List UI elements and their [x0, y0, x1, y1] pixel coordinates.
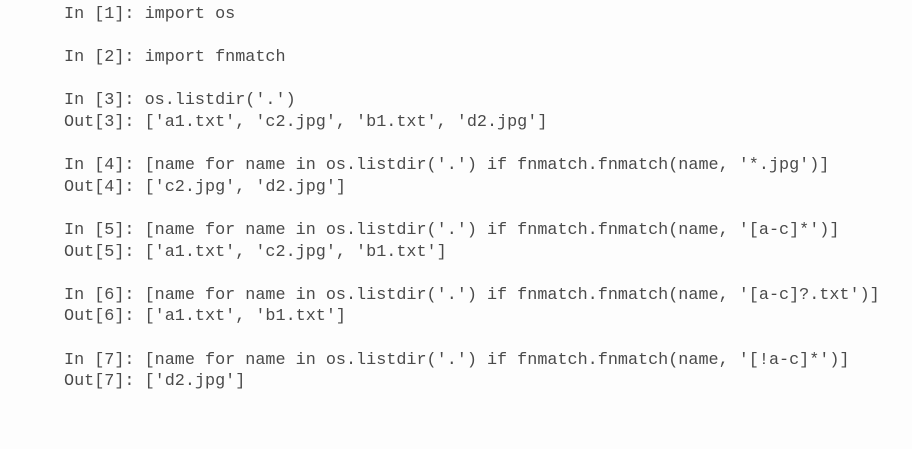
- code: import os: [144, 5, 236, 24]
- in-prompt: In [1]:: [64, 5, 145, 24]
- out-prompt: Out[3]:: [64, 112, 145, 132]
- code: import fnmatch: [144, 48, 286, 68]
- out-prompt: Out[4]:: [64, 177, 145, 197]
- code: [name for name in os.listdir('.') if fnm…: [144, 285, 880, 305]
- in-prompt: In [5]:: [64, 220, 145, 240]
- output: ['a1.txt', 'c2.jpg', 'b1.txt', 'd2.jpg']: [144, 112, 548, 132]
- out-prompt: Out[7]:: [64, 372, 145, 392]
- in-prompt: In [3]:: [64, 91, 145, 111]
- input-line-4: In [4]: [name for name in os.listdir('.'…: [64, 155, 880, 177]
- code: [name for name in os.listdir('.') if fnm…: [144, 220, 840, 240]
- output-line-5: Out[5]: ['a1.txt', 'c2.jpg', 'b1.txt']: [64, 242, 880, 264]
- code: [name for name in os.listdir('.') if fnm…: [144, 156, 830, 176]
- output-line-7: Out[7]: ['d2.jpg']: [64, 371, 880, 393]
- out-prompt: Out[6]:: [64, 307, 145, 327]
- output: ['c2.jpg', 'd2.jpg']: [144, 177, 346, 197]
- in-prompt: In [6]:: [64, 285, 145, 305]
- output: ['a1.txt', 'c2.jpg', 'b1.txt']: [144, 242, 447, 262]
- input-line-7: In [7]: [name for name in os.listdir('.'…: [64, 350, 880, 372]
- output: ['a1.txt', 'b1.txt']: [144, 307, 346, 327]
- code: [name for name in os.listdir('.') if fnm…: [144, 350, 850, 370]
- out-prompt: Out[5]:: [64, 242, 145, 262]
- in-prompt: In [4]:: [64, 156, 145, 176]
- input-line-3: In [3]: os.listdir('.'): [64, 90, 880, 112]
- in-prompt: In [7]:: [64, 350, 145, 370]
- input-line-1: In [1]: import os: [64, 4, 880, 26]
- in-prompt: In [2]:: [64, 48, 145, 68]
- output-line-4: Out[4]: ['c2.jpg', 'd2.jpg']: [64, 177, 880, 199]
- output: ['d2.jpg']: [144, 372, 246, 392]
- input-line-2: In [2]: import fnmatch: [64, 47, 880, 69]
- ipython-session: In [1]: import os In [2]: import fnmatch…: [64, 4, 880, 393]
- code: os.listdir('.'): [144, 91, 296, 111]
- input-line-6: In [6]: [name for name in os.listdir('.'…: [64, 285, 880, 307]
- output-line-6: Out[6]: ['a1.txt', 'b1.txt']: [64, 306, 880, 328]
- output-line-3: Out[3]: ['a1.txt', 'c2.jpg', 'b1.txt', '…: [64, 112, 880, 134]
- input-line-5: In [5]: [name for name in os.listdir('.'…: [64, 220, 880, 242]
